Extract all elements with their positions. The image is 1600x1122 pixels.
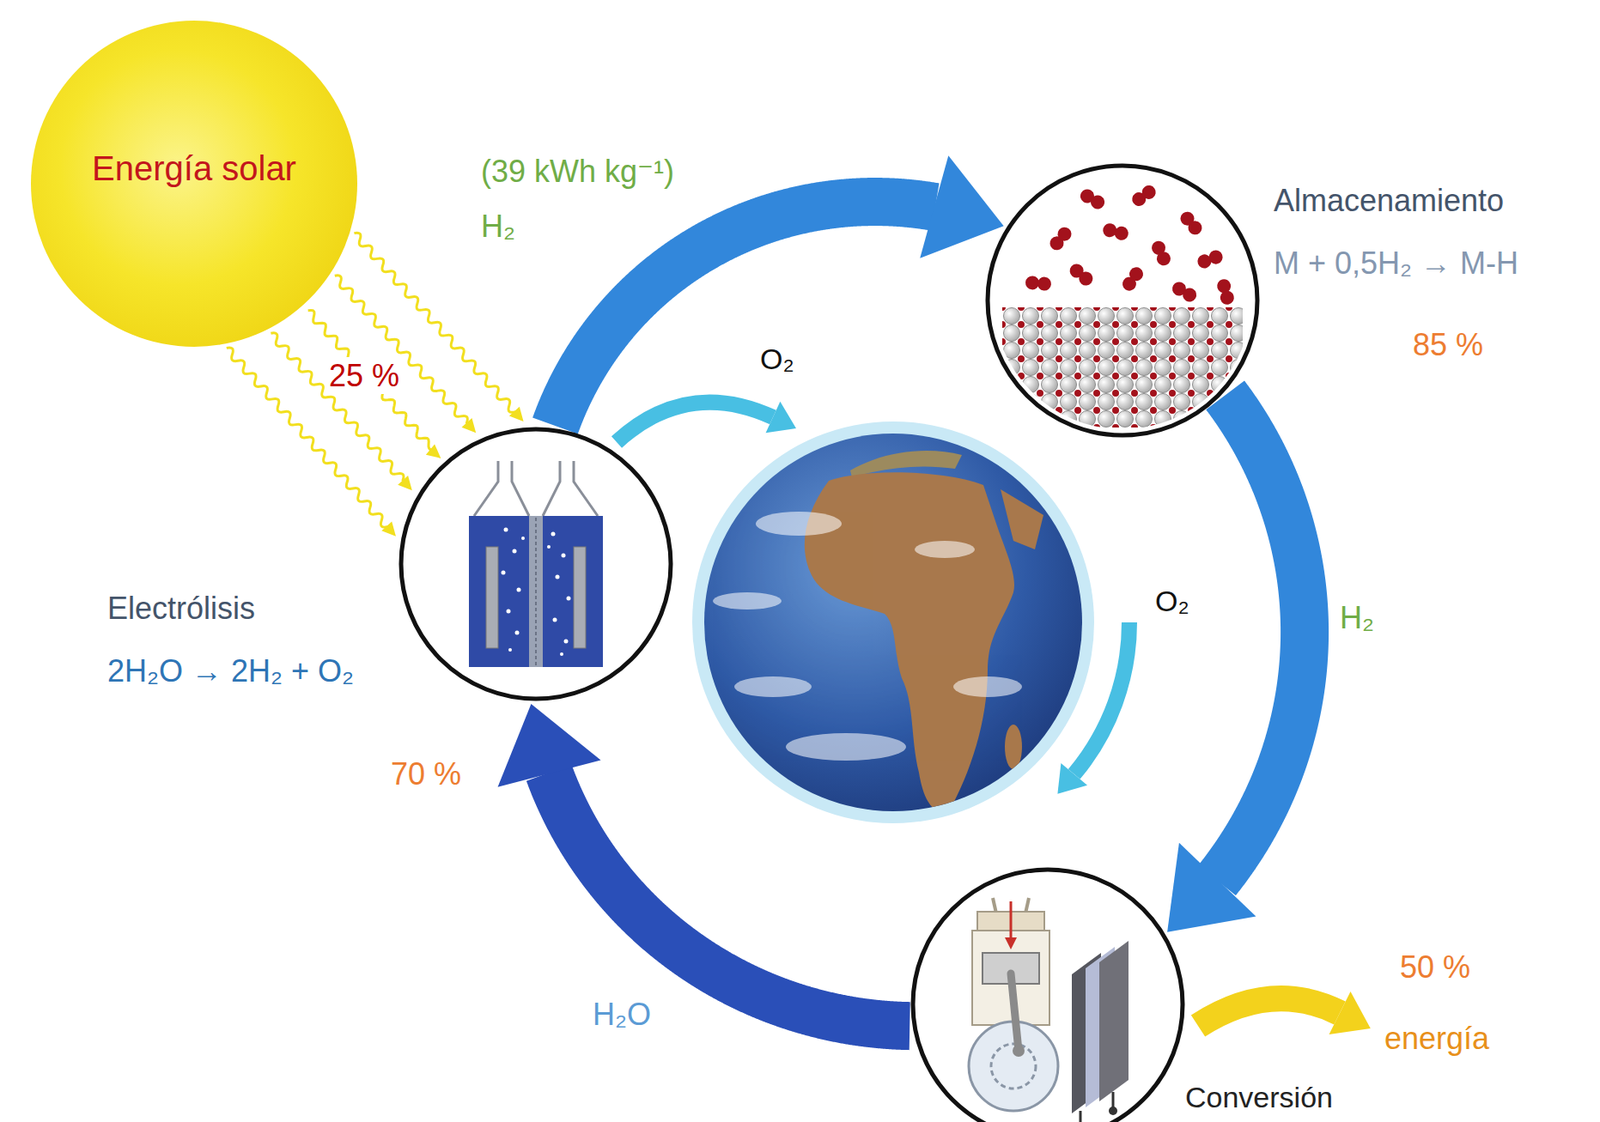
clouds <box>712 511 1023 761</box>
sun-node: Energía solar <box>30 20 358 347</box>
node-outline <box>912 869 1183 1122</box>
energy-density-label: (39 kWh kg⁻¹) H₂ <box>480 144 717 255</box>
sun-ray-arrow <box>308 310 442 459</box>
sun-rays <box>221 228 530 542</box>
reaction-equation: M + 0,5H₂ → M-H <box>1273 244 1519 282</box>
node-illustration <box>1002 182 1243 428</box>
storage-circle <box>985 163 1260 439</box>
node-outline <box>30 20 358 347</box>
efficiency-label: 25 % <box>325 357 403 395</box>
earth-ocean <box>704 433 1083 812</box>
efficiency-label: 50 % <box>1399 949 1471 986</box>
hydrogen-flow-arrow <box>1167 395 1305 933</box>
node-title: Energía solar <box>91 147 297 189</box>
connector-line <box>1216 395 1305 881</box>
efficiency-label: 70 % <box>390 755 462 793</box>
arrow-head <box>425 444 442 458</box>
node-title: Conversión <box>1185 1080 1333 1116</box>
gas-label: O₂ <box>1155 584 1190 620</box>
arrow-head <box>1167 843 1256 933</box>
earth-globe <box>692 421 1095 824</box>
energy-arrow <box>1198 991 1371 1035</box>
electrolysis-node: Electrólisis2H₂O → 2H₂ + O₂ <box>398 426 674 702</box>
conversion-node: Conversión <box>910 867 1186 1122</box>
gas-label: H₂O <box>592 996 651 1034</box>
sun-ray <box>221 343 402 542</box>
continent <box>1004 724 1023 770</box>
arrow-head <box>498 704 602 788</box>
storage-node: AlmacenamientoM + 0,5H₂ → M-H <box>985 163 1260 439</box>
electrolysis-circle <box>398 426 674 702</box>
water-flow-arrow <box>498 704 911 1027</box>
conversion-circle <box>910 867 1186 1122</box>
sun-circle <box>30 20 358 347</box>
arrow-head <box>919 155 1004 259</box>
connector-line <box>548 772 910 1027</box>
node-title: Electrólisis <box>107 590 256 627</box>
node-title: Almacenamiento <box>1273 182 1504 220</box>
output-label: energía <box>1384 1020 1490 1058</box>
connector-line <box>554 201 935 426</box>
node-illustration <box>968 898 1129 1122</box>
gas-label: O₂ <box>760 341 795 378</box>
node-outline <box>401 429 671 700</box>
gas-label: H₂ <box>1339 599 1375 637</box>
oxygen-arrow <box>616 401 797 443</box>
connector-line <box>308 310 432 451</box>
oxygen-arrow <box>1057 622 1130 795</box>
reaction-equation: 2H₂O → 2H₂ + O₂ <box>107 652 354 690</box>
hydrogen-flow-arrow <box>554 155 1004 426</box>
earth-halo <box>692 421 1095 824</box>
node-illustration <box>468 461 603 668</box>
node-outline <box>987 165 1258 436</box>
efficiency-label: 85 % <box>1412 326 1484 364</box>
continent <box>1000 489 1044 550</box>
